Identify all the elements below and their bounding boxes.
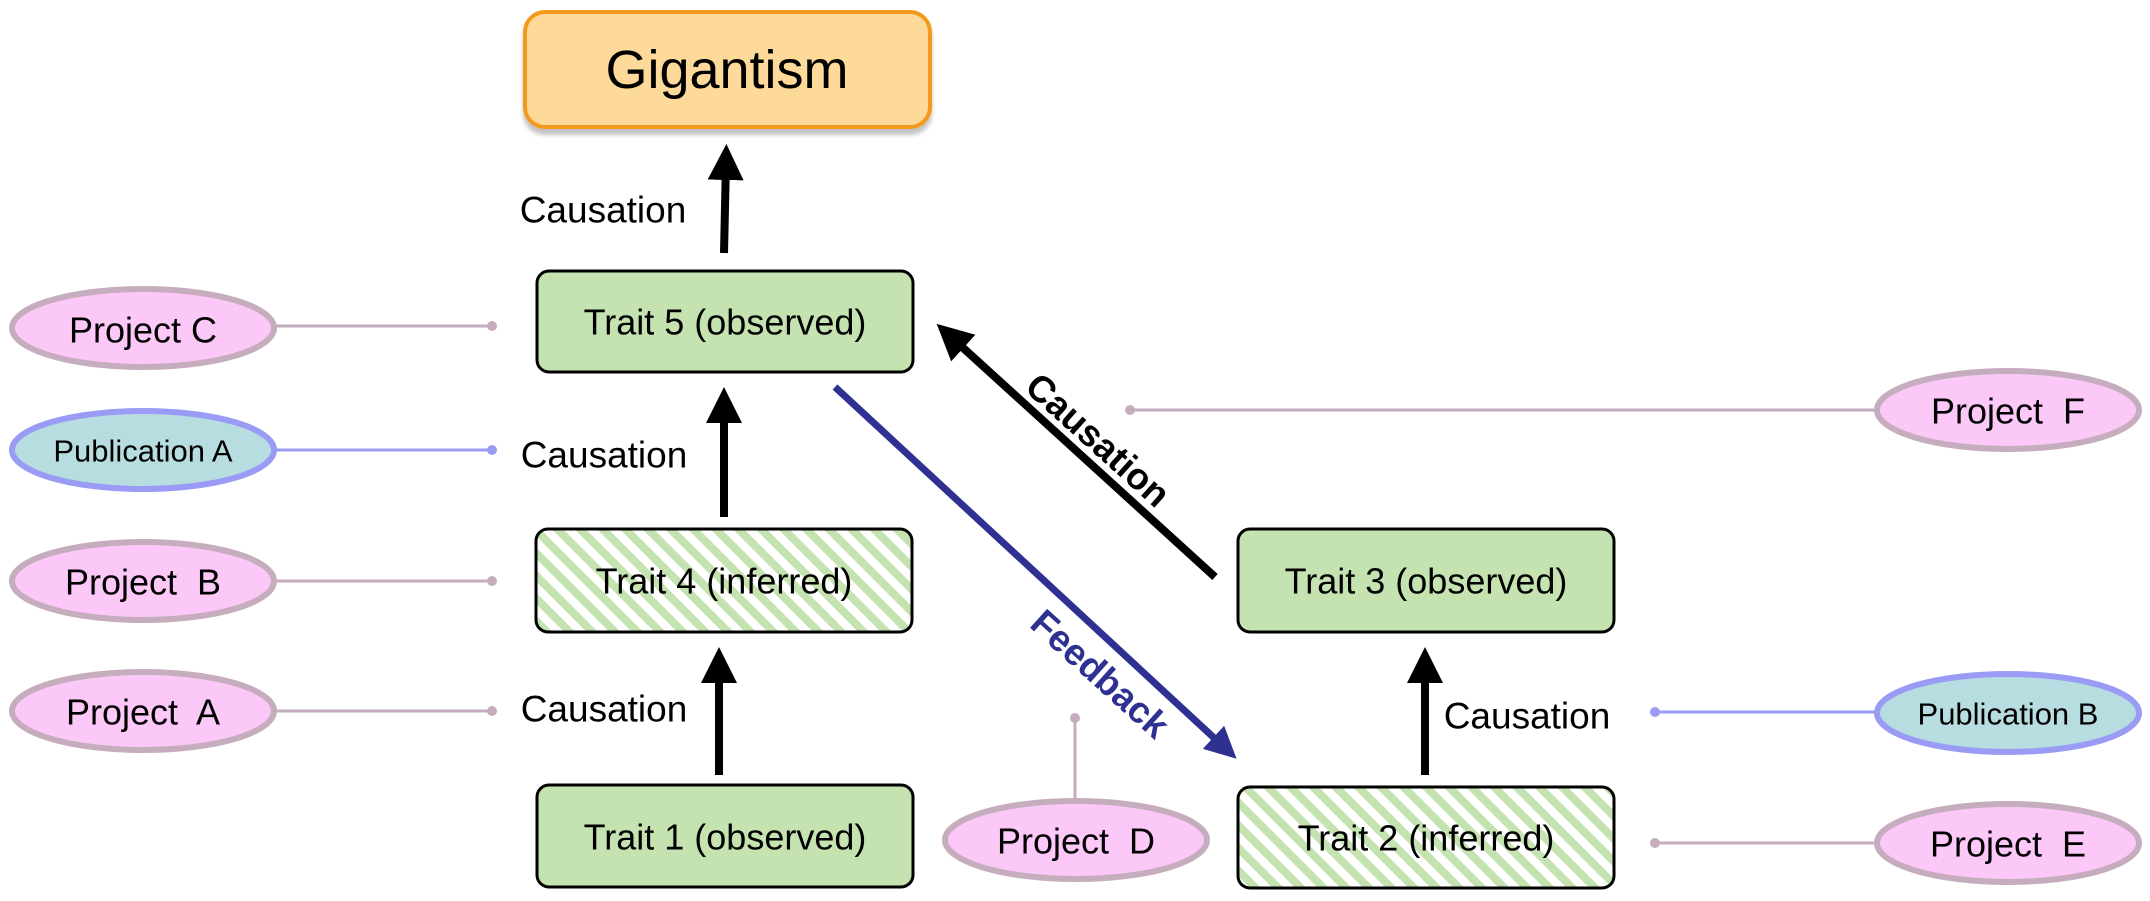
trait3-label: Trait 3 (observed)	[1285, 561, 1568, 602]
connector-dot-project-d	[1070, 713, 1080, 723]
project-b-tag[interactable]: Project B	[9, 539, 277, 623]
project-d-tag[interactable]: Project D	[942, 798, 1210, 882]
project-b-label: Project B	[65, 562, 221, 603]
project-d-label: Project D	[997, 821, 1155, 862]
project-c-tag[interactable]: Project C	[9, 286, 277, 370]
causation-label-trait2-trait3: Causation	[1444, 696, 1611, 737]
connector-dot-publication-a	[487, 445, 497, 455]
project-f-label: Project F	[1931, 391, 2085, 432]
causation-label-diagonal: Causation	[1018, 365, 1178, 515]
trait5-label: Trait 5 (observed)	[584, 302, 867, 343]
feedback-label: Feedback	[1023, 602, 1178, 747]
connector-dot-project-e	[1650, 838, 1660, 848]
project-c-label: Project C	[69, 310, 217, 351]
gigantism-node[interactable]: Gigantism	[523, 10, 932, 129]
connector-dot-project-f	[1125, 405, 1135, 415]
publication-b-label: Publication B	[1918, 697, 2099, 732]
project-a-label: Project A	[66, 692, 220, 733]
connector-dot-project-c	[487, 321, 497, 331]
project-a-tag[interactable]: Project A	[9, 669, 277, 753]
project-e-tag[interactable]: Project E	[1874, 801, 2142, 885]
trait5-node[interactable]: Trait 5 (observed)	[535, 269, 915, 374]
connector-dot-publication-b	[1650, 707, 1660, 717]
trait1-node[interactable]: Trait 1 (observed)	[535, 783, 915, 889]
arrow-trait5-to-gigantism	[707, 144, 744, 254]
causal-arrows	[701, 144, 1443, 775]
trait1-label: Trait 1 (observed)	[584, 817, 867, 858]
trait4-label: Trait 4 (inferred)	[596, 561, 853, 602]
trait4-node[interactable]: Trait 4 (inferred)	[534, 527, 914, 634]
arrow-feedback-trait5-to-trait2	[832, 384, 1237, 759]
connector-dot-project-a	[487, 706, 497, 716]
causation-label-top: Causation	[520, 190, 687, 231]
reference-connectors	[275, 321, 1876, 848]
publication-a-label: Publication A	[53, 434, 233, 469]
arrow-trait3-to-trait5	[936, 323, 1218, 580]
project-e-label: Project E	[1930, 824, 2086, 865]
project-f-tag[interactable]: Project F	[1874, 368, 2142, 452]
publication-a-tag[interactable]: Publication A	[9, 408, 277, 492]
trait2-node[interactable]: Trait 2 (inferred)	[1236, 785, 1616, 890]
trait2-label: Trait 2 (inferred)	[1298, 818, 1555, 859]
trait3-node[interactable]: Trait 3 (observed)	[1236, 527, 1616, 634]
publication-b-tag[interactable]: Publication B	[1874, 671, 2142, 755]
causation-label-trait1-trait4: Causation	[521, 689, 688, 730]
connector-dot-project-b	[487, 576, 497, 586]
gigantism-label: Gigantism	[605, 40, 848, 100]
causation-label-trait4-trait5: Causation	[521, 435, 688, 476]
